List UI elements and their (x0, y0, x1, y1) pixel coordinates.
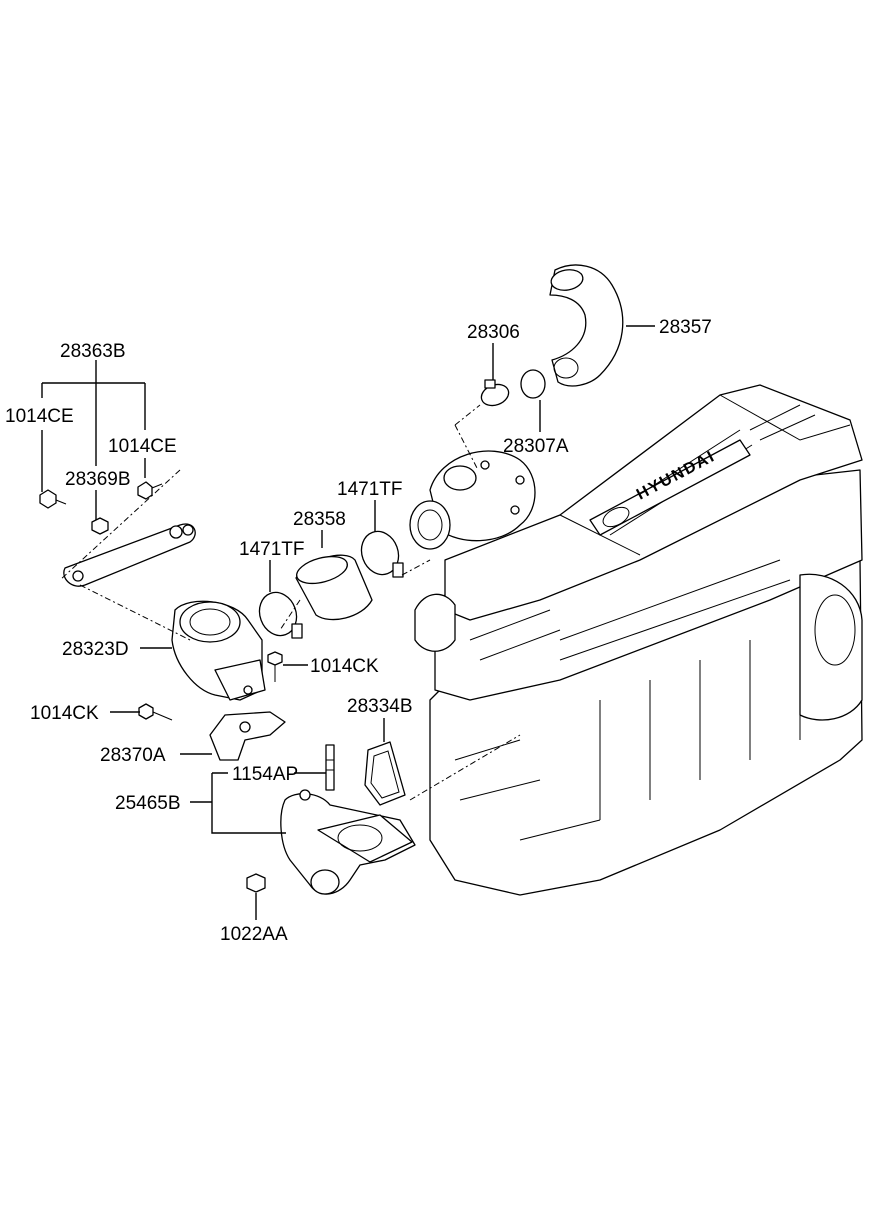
part-28370A-bracket (209, 711, 286, 761)
label-28357: 28357 (659, 317, 712, 338)
part-28306-clamp (480, 379, 510, 407)
part-28369B-nut (91, 517, 109, 535)
label-1014CE-right: 1014CE (108, 436, 177, 457)
part-25465B-elbow (280, 789, 416, 895)
part-1014CK-bolt-right (267, 651, 283, 682)
label-1014CK-left: 1014CK (30, 703, 99, 724)
part-1014CE-bolt-right (137, 481, 163, 500)
alignment-lines (59, 404, 521, 801)
label-28307A: 28307A (503, 436, 569, 457)
part-28334B-gasket (364, 741, 406, 806)
label-28363B: 28363B (60, 341, 126, 362)
part-1471TF-clamp-right (360, 530, 404, 578)
part-28307A-o-ring (520, 369, 546, 399)
part-labels: 28363B 1014CE 1014CE 28369B 28306 28357 … (5, 317, 712, 945)
label-28306: 28306 (467, 322, 520, 343)
label-28370A: 28370A (100, 745, 166, 766)
leader-lines (41, 325, 655, 920)
label-1014CK-right: 1014CK (310, 656, 379, 677)
label-28323D: 28323D (62, 639, 129, 660)
turbocharger (409, 450, 536, 550)
label-1022AA: 1022AA (220, 924, 288, 945)
part-28357-hose (549, 264, 624, 387)
label-1471TF-left: 1471TF (239, 539, 304, 560)
part-1014CK-bolt-left (138, 703, 173, 721)
part-28358-hose (295, 554, 373, 621)
label-25465B: 25465B (115, 793, 181, 814)
part-1154AP-stud (325, 744, 335, 791)
part-1471TF-clamp-left (258, 591, 303, 639)
label-1014CE-left: 1014CE (5, 406, 74, 427)
label-28369B: 28369B (65, 469, 131, 490)
label-1471TF-top: 1471TF (337, 479, 402, 500)
part-1022AA-nut (246, 873, 266, 893)
label-28358: 28358 (293, 509, 346, 530)
part-28363B-bracket (63, 523, 196, 587)
label-1154AP: 1154AP (232, 764, 298, 785)
part-1014CE-bolt-left (39, 489, 67, 509)
engine-assembly: HYUNDAI (409, 384, 863, 896)
part-28323D-throttle-body (171, 600, 266, 701)
label-28334B: 28334B (347, 696, 413, 717)
